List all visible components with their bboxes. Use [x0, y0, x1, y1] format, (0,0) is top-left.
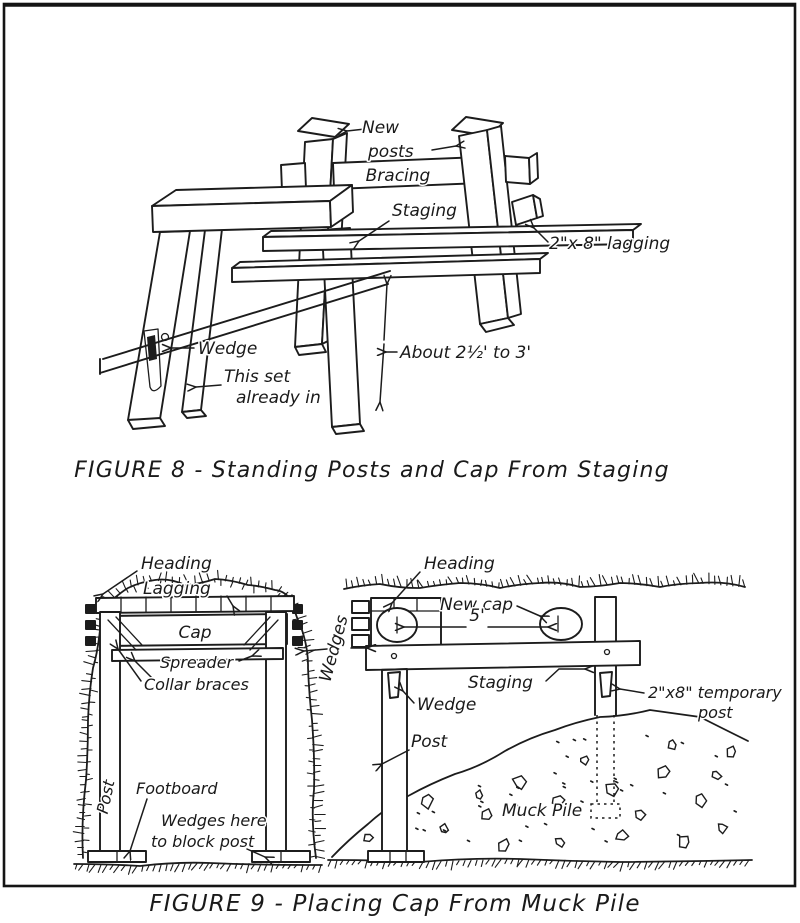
wedge-block [147, 335, 157, 361]
label-heading-right: Heading [424, 554, 495, 574]
label-span-5ft: 5' [469, 606, 485, 626]
bolt-hole [160, 332, 170, 342]
spreader-board [111, 647, 284, 662]
bracing-end-block [504, 152, 539, 185]
temporary-post [590, 596, 621, 819]
label-muck-pile: Muck Pile [502, 801, 582, 821]
bolt-hole [603, 648, 611, 656]
figure9-caption: FIGURE 9 - Placing Cap From Muck Pile [149, 891, 640, 917]
label-wedges-vertical: Wedges [316, 613, 353, 684]
muck-pile-texture [363, 734, 738, 852]
new-right-post [451, 116, 522, 333]
label-this-set-line2: already in [236, 388, 321, 408]
label-footboard: Footboard [136, 779, 218, 798]
wedge-left [387, 671, 401, 699]
label-staging: Staging [392, 201, 457, 221]
staging-plank [365, 640, 641, 671]
label-wedge: Wedge [198, 339, 257, 359]
label-spreader: Spreader [160, 653, 235, 672]
diagonal-brace [99, 270, 391, 392]
collar-braces [107, 616, 279, 651]
label-collar-braces: Collar braces [144, 675, 249, 694]
label-about-dimension: About 2½' to 3' [399, 343, 531, 363]
label-heading-left: Heading [141, 554, 212, 574]
wedge-stacks [85, 604, 303, 646]
label-lagging-left: Lagging [143, 579, 211, 599]
figure9-side-view [351, 596, 641, 863]
figure8-caption: FIGURE 8 - Standing Posts and Cap From S… [74, 458, 670, 483]
existing-set [127, 184, 365, 435]
height-dimension [380, 284, 387, 402]
bolt-hole [390, 652, 398, 660]
new-cap-far-end [539, 607, 583, 641]
leader-arrows [103, 129, 645, 857]
labels: New posts Bracing Staging 2"x 8" lagging… [73, 117, 784, 919]
label-lagging-2x8: 2"x 8" lagging [549, 234, 670, 254]
wedge-right [599, 671, 613, 698]
label-post-right: Post [411, 732, 449, 752]
label-new-cap: New cap [440, 595, 513, 615]
label-wedges-here-line1: Wedges here [161, 811, 267, 830]
label-temporary-post-line2: post [697, 703, 733, 722]
label-bracing: Bracing [366, 166, 431, 186]
label-wedge-right: Wedge [417, 695, 476, 715]
label-new-posts-line2: posts [367, 142, 414, 162]
footboards [87, 850, 311, 863]
page-border [2, 2, 797, 888]
label-staging-right: Staging [468, 673, 533, 693]
left-post [99, 611, 121, 854]
label-new-posts-line1: New [362, 118, 399, 138]
label-cap: Cap [178, 623, 211, 643]
label-temporary-post-line1: 2"x8" temporary [648, 683, 782, 702]
lagging-board-end [511, 194, 544, 226]
footboard [367, 850, 425, 863]
label-this-set-line1: This set [224, 367, 291, 387]
label-wedges-here-line2: to block post [151, 832, 255, 851]
figure8-illustration [99, 116, 642, 435]
